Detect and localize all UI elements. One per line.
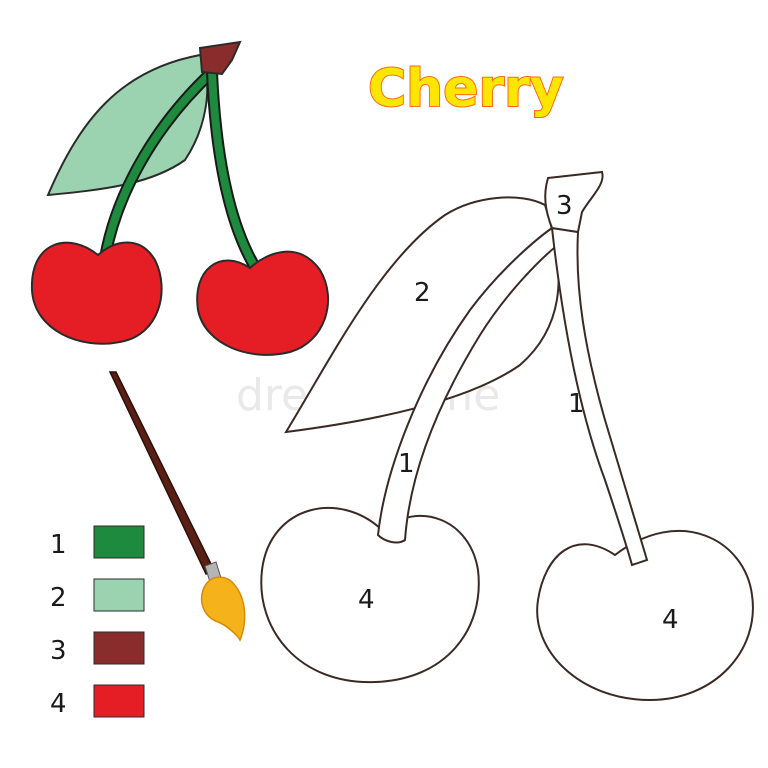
number-stem-left: 1 [398, 449, 415, 479]
brush-tip [200, 576, 246, 642]
legend-swatch [93, 631, 145, 665]
legend-number: 1 [50, 530, 67, 560]
number-cherry-right: 4 [662, 605, 679, 635]
color-legend: 1 2 3 4 [50, 525, 145, 719]
number-stem-right: 1 [568, 389, 585, 419]
outline-cherry-left [260, 506, 480, 684]
page-title: Cherry [368, 59, 564, 119]
colored-cherry-left [30, 241, 163, 345]
number-cherry-left: 4 [358, 585, 375, 615]
outline-cherry [260, 170, 754, 702]
colored-stem-right-fill [208, 68, 262, 276]
colored-cherry-right [196, 250, 329, 356]
colored-stem-left-fill [101, 68, 216, 262]
outline-cherry-right [536, 529, 754, 702]
outline-stem-top [544, 170, 604, 234]
legend-number: 2 [50, 583, 67, 613]
outline-stem-right [550, 226, 649, 567]
legend-number: 3 [50, 636, 67, 666]
number-leaf: 2 [414, 278, 431, 308]
colored-stem-top [198, 40, 242, 76]
number-stem-top: 3 [556, 191, 573, 221]
legend-swatch [93, 684, 145, 718]
outline-stem-left [376, 226, 566, 544]
legend-number: 4 [50, 689, 67, 719]
colored-cherry-reference [30, 40, 329, 356]
paintbrush-icon [108, 371, 246, 642]
legend-swatch [93, 525, 145, 559]
legend-swatch [93, 578, 145, 612]
